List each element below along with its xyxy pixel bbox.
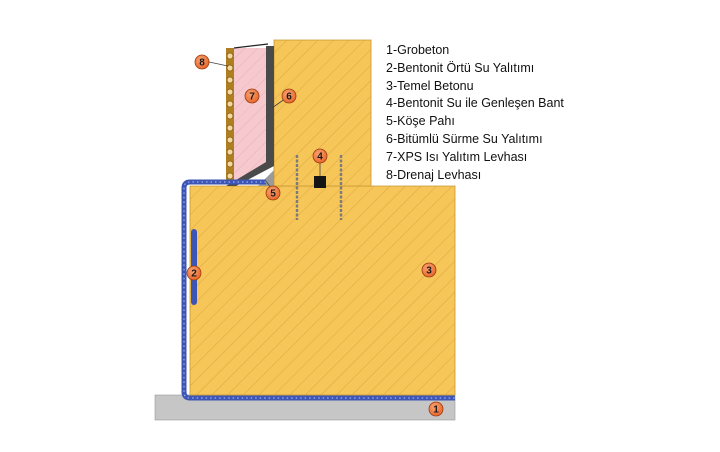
bentonite-membrane	[181, 179, 455, 401]
callout-4: 4	[312, 148, 328, 164]
foundation-concrete	[189, 185, 456, 396]
legend-item-grobeton: 1-Grobeton	[386, 43, 450, 57]
callout-7: 7	[244, 88, 260, 104]
callout-3: 3	[421, 262, 437, 278]
drainage-board	[226, 43, 269, 184]
svg-text:2: 2	[191, 269, 197, 280]
legend-item-bentonite-cover: 2-Bentonit Örtü Su Yalıtımı	[386, 60, 535, 75]
legend-item-xps-board: 7-XPS Isı Yalıtım Levhası	[386, 149, 528, 164]
callout-6: 6	[281, 88, 297, 104]
svg-text:1: 1	[433, 405, 439, 416]
wall-concrete	[273, 39, 372, 187]
callout-1: 1	[428, 401, 444, 417]
callout-8: 8	[194, 54, 210, 70]
svg-text:6: 6	[286, 92, 292, 103]
svg-text:3: 3	[426, 266, 432, 277]
bitumen-coating	[226, 46, 274, 186]
svg-text:7: 7	[249, 92, 255, 103]
legend-item-bentonite-band: 4-Bentonit Su ile Genleşen Bant	[386, 96, 564, 111]
svg-text:5: 5	[270, 189, 276, 200]
legend-item-bitumen-coating: 6-Bitümlü Sürme Su Yalıtımı	[386, 131, 543, 146]
legend-item-drainage-board: 8-Drenaj Levhası	[386, 167, 482, 182]
legend-item-foundation-concrete: 3-Temel Betonu	[386, 78, 474, 93]
legend: 1-Grobeton 2-Bentonit Örtü Su Yalıtımı 3…	[386, 42, 564, 184]
legend-item-corner-fillet: 5-Köşe Pahı	[386, 114, 455, 129]
xps-insulation-board	[234, 48, 266, 182]
bentonite-waterstop	[314, 176, 326, 188]
callout-2: 2	[186, 265, 202, 281]
svg-text:8: 8	[199, 58, 205, 69]
callout-5: 5	[265, 185, 281, 201]
svg-text:4: 4	[317, 152, 323, 163]
starter-bars	[295, 155, 343, 220]
